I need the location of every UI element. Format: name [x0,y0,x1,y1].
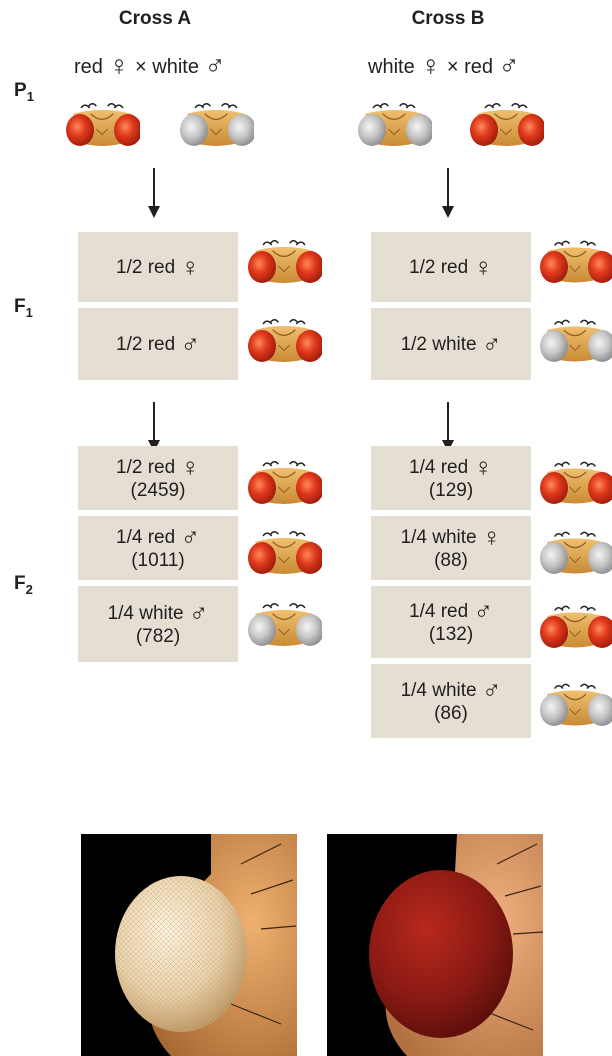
fly-head-red-eye [540,237,612,291]
offspring-count: (1011) [131,550,185,571]
cross-symbol: × [135,56,147,78]
fly-head-white-eye [540,316,612,370]
f1-cross-b-male-box: 1/2 white ♂ [371,308,531,380]
male-symbol-icon: ♂ [180,522,200,552]
offspring-count: (86) [434,703,468,724]
female-symbol-icon: ♀ [108,50,130,81]
offspring-count: (782) [135,626,181,647]
fly-head-red-eye [248,316,322,370]
male-symbol-icon: ♂ [481,675,502,705]
male-symbol-icon: ♂ [498,50,520,81]
red-eye-fly-photo [327,834,543,1056]
generation-label-f2: F2 [14,573,33,597]
female-symbol-icon: ♀ [473,252,493,282]
male-symbol-icon: ♂ [188,598,209,628]
fly-head-red-eye [66,100,140,154]
offspring-count: (129) [428,480,474,501]
fly-head-white-eye [248,600,322,654]
offspring-count: (88) [434,550,468,571]
arrow-down-icon [441,168,455,218]
female-symbol-icon: ♀ [420,50,442,81]
female-symbol-icon: ♀ [180,452,200,482]
f2-cross-b-box: 1/4 red ♂ (132) [371,586,531,658]
male-symbol-icon: ♂ [180,329,200,359]
fly-head-white-eye [540,680,612,734]
white-eye-fly-photo [81,834,297,1056]
cross-a-header: Cross A [118,8,192,29]
f2-cross-b-box: 1/4 white ♀ (88) [371,516,531,580]
arrow-down-icon [147,168,161,218]
fly-head-red-eye [470,100,544,154]
female-symbol-icon: ♀ [473,452,493,482]
female-symbol-icon: ♀ [180,252,200,282]
fly-head-white-eye [540,528,612,582]
fly-head-red-eye [248,237,322,291]
p1-cross-b-label: white ♀ × red ♂ [368,50,520,81]
male-symbol-icon: ♂ [204,50,226,81]
f1-cross-a-female-box: 1/2 red ♀ [78,232,238,302]
fly-head-red-eye [540,458,612,512]
fly-head-white-eye [180,100,254,154]
offspring-count: (2459) [130,480,186,501]
arrow-down-icon [147,402,161,452]
fly-head-white-eye [358,100,432,154]
f2-cross-b-box: 1/4 red ♀ (129) [371,446,531,510]
generation-label-p1: P1 [14,80,34,104]
p1-cross-a-label: red ♀ × white ♂ [74,50,226,81]
cross-symbol: × [446,56,459,78]
f2-cross-a-box: 1/4 white ♂ (782) [78,586,238,662]
generation-label-f1: F1 [14,296,33,320]
f1-cross-b-female-box: 1/2 red ♀ [371,232,531,302]
male-symbol-icon: ♂ [473,596,493,626]
male-symbol-icon: ♂ [481,329,502,359]
fly-head-red-eye [248,458,322,512]
offspring-count: (132) [428,624,474,645]
f1-cross-a-male-box: 1/2 red ♂ [78,308,238,380]
female-symbol-icon: ♀ [481,522,502,552]
arrow-down-icon [441,402,455,452]
f2-cross-b-box: 1/4 white ♂ (86) [371,664,531,738]
fly-head-red-eye [248,528,322,582]
f2-cross-a-box: 1/2 red ♀ (2459) [78,446,238,510]
fly-head-red-eye [540,602,612,656]
f2-cross-a-box: 1/4 red ♂ (1011) [78,516,238,580]
cross-b-header: Cross B [411,8,485,29]
